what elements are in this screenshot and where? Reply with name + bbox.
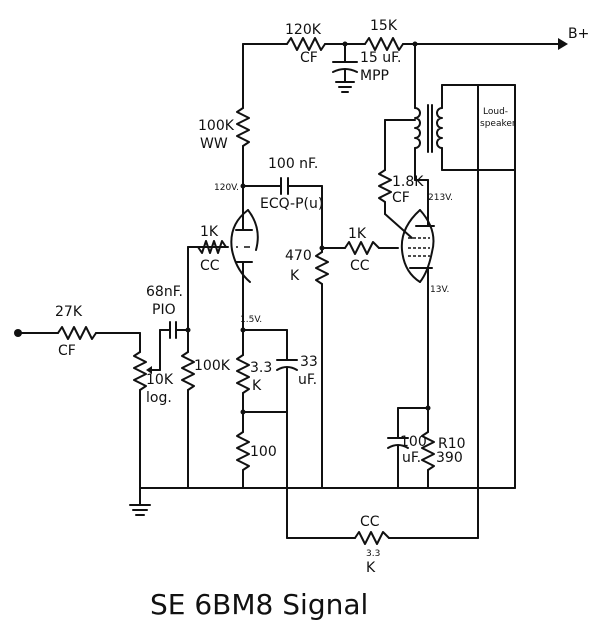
r3k3-unit: K xyxy=(252,378,262,394)
rfb-type: CC xyxy=(360,514,380,530)
resistor-1k8 xyxy=(378,119,416,239)
r10-value: 390 xyxy=(436,450,463,466)
diagram-title: SE 6BM8 Signal xyxy=(150,588,368,621)
r120k-label: 120K xyxy=(285,22,322,38)
c15uf-type: MPP xyxy=(360,68,389,84)
r27k-type: CF xyxy=(58,343,76,359)
r100kww-label: 100K xyxy=(198,118,235,134)
c100nf-label: 100 nF. xyxy=(268,156,318,172)
r1k8-type: CF xyxy=(392,190,410,206)
c33uf-label: 33 xyxy=(300,354,318,370)
v213-label: 213V. xyxy=(428,193,453,203)
c68nf-type: PIO xyxy=(152,302,176,318)
r1k8-label: 1.8K xyxy=(392,174,424,190)
r470k-unit: K xyxy=(290,268,300,284)
resistor-1k-pentode xyxy=(321,241,399,255)
capacitor-100nf xyxy=(242,177,325,251)
v13-label: 13V. xyxy=(430,285,449,295)
r1k-pentode-type: CC xyxy=(350,258,370,274)
loudspeaker-label-2: speaker xyxy=(480,119,516,129)
pot10k-label: 10K xyxy=(146,372,174,388)
pentode-section xyxy=(400,179,435,421)
pentode-cathode xyxy=(387,405,435,489)
c100uf-unit: uF. xyxy=(402,450,421,466)
pot10k-type: log. xyxy=(146,390,172,406)
r100k-label: 100K xyxy=(194,358,231,374)
r15k-label: 15K xyxy=(370,18,398,34)
resistor-100k-ww xyxy=(236,43,250,216)
r10-label: R10 xyxy=(438,436,466,452)
c100uf-label: 100 xyxy=(400,434,427,450)
rfb-value: 3.3 xyxy=(366,549,380,559)
supply-rail xyxy=(242,37,568,51)
capacitor-15uf xyxy=(332,43,358,93)
triode-cathode xyxy=(236,327,298,489)
c15uf-label: 15 uF. xyxy=(360,50,401,66)
c68nf-label: 68nF. xyxy=(146,284,183,300)
c100nf-type: ECQ-P(u) xyxy=(260,196,323,212)
feedback-resistor xyxy=(286,411,479,545)
rfb-unit: K xyxy=(366,560,376,576)
r27k-label: 27K xyxy=(55,304,83,320)
r1k-pentode-label: 1K xyxy=(348,226,367,242)
r470k-label: 470 xyxy=(285,248,312,264)
c33uf-unit: uF. xyxy=(298,372,317,388)
r120k-type: CF xyxy=(300,50,318,66)
r3k3-label: 3.3 xyxy=(250,360,272,376)
v120-label: 120V. xyxy=(214,183,239,193)
resistor-1k-grid xyxy=(187,240,227,331)
triode-section xyxy=(217,209,259,331)
loudspeaker xyxy=(477,84,516,489)
r1k-grid-label: 1K xyxy=(200,224,219,240)
r100-label: 100 xyxy=(250,444,277,460)
loudspeaker-label-1: Loud- xyxy=(483,107,508,117)
r100kww-type: WW xyxy=(200,136,228,152)
r1k-grid-type: CC xyxy=(200,258,220,274)
v1-5-label: 1.5V. xyxy=(240,315,262,325)
ground-bus xyxy=(129,487,516,516)
supply-label: B+ xyxy=(568,26,589,42)
input-section xyxy=(14,321,195,489)
